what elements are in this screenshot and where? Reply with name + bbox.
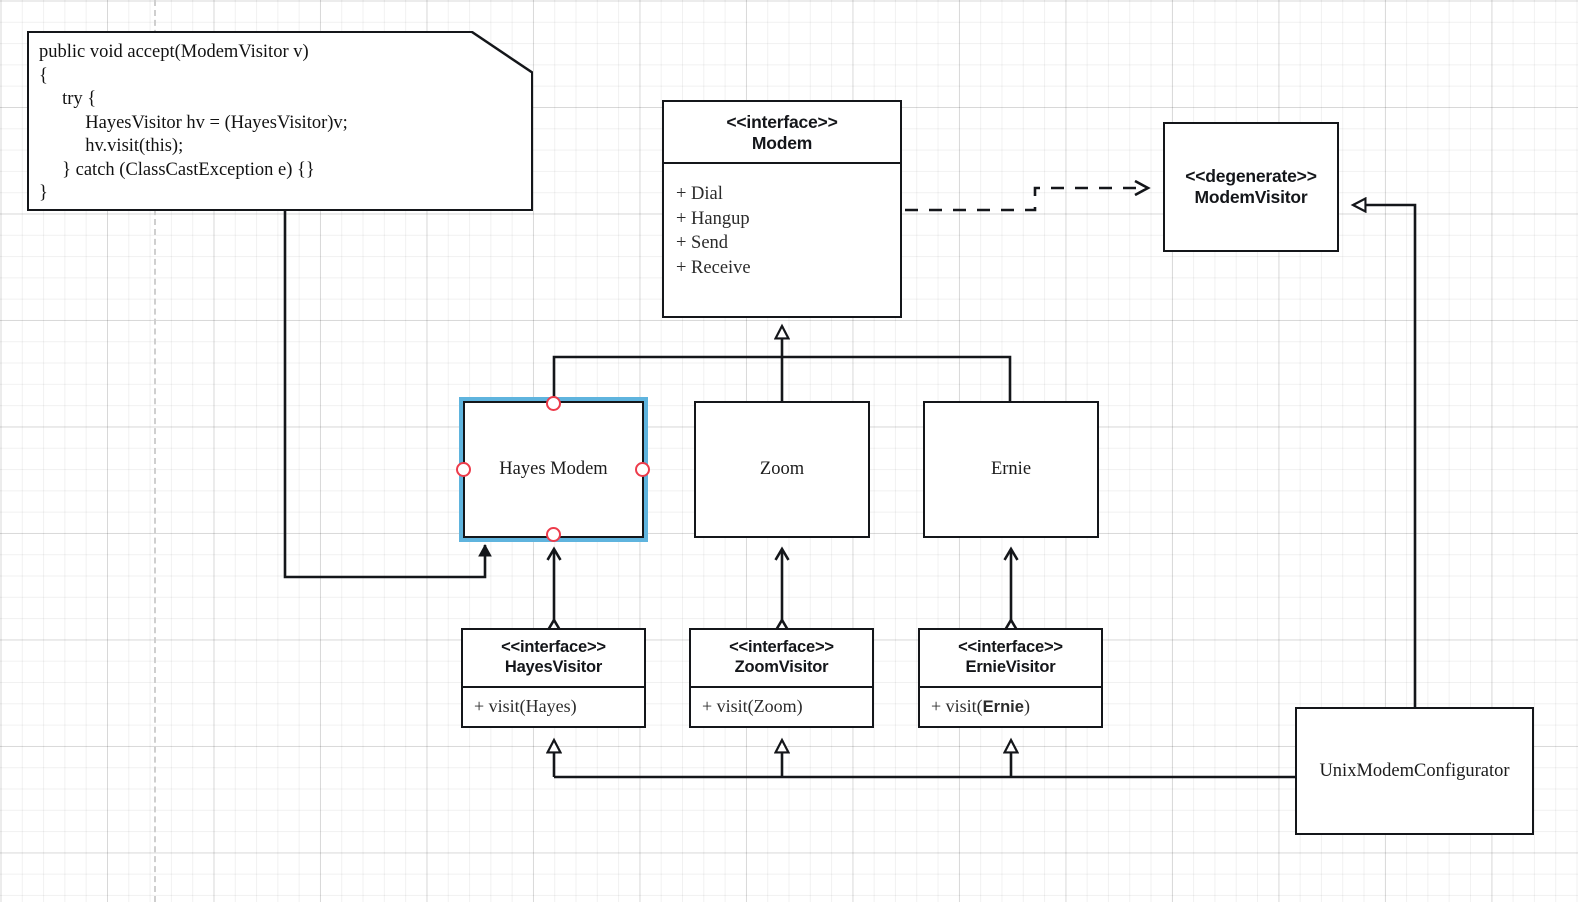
hayes-visitor-stereotype: <<interface>> <box>501 638 606 656</box>
modem-stereotype: <<interface>> <box>726 112 838 132</box>
edge-modem-to-modemvisitor <box>905 188 1148 212</box>
modem-divider <box>664 162 900 164</box>
hayes-visitor-divider <box>463 686 644 688</box>
modem-header: <<interface>> Modem <box>664 102 900 162</box>
edge-note-to-hayes <box>283 211 492 579</box>
ernie-visitor-name: ErnieVisitor <box>965 658 1056 677</box>
ernie-visitor-divider <box>920 686 1101 688</box>
resize-handle-left[interactable] <box>456 462 471 477</box>
hayes-visitor-method-prefix: + visit( <box>474 696 526 716</box>
hayes-visitor-method-arg: Hayes <box>525 696 571 716</box>
class-box-zoom[interactable]: Zoom <box>694 401 870 538</box>
hayes-modem-label: Hayes Modem <box>499 459 608 479</box>
ernie-visitor-method-suffix: ) <box>1023 696 1030 716</box>
class-box-unix-modem-configurator[interactable]: UnixModemConfigurator <box>1295 707 1534 835</box>
class-box-modem[interactable]: <<interface>> Modem + Dial + Hangup + Se… <box>662 100 902 318</box>
ernie-visitor-members: + visit(Ernie) <box>920 688 1101 719</box>
resize-handle-bottom[interactable] <box>546 527 561 542</box>
zoom-visitor-divider <box>691 686 872 688</box>
modem-visitor-header: <<degenerate>> ModemVisitor <box>1165 124 1337 250</box>
modem-members: + Dial + Hangup + Send + Receive <box>664 164 900 280</box>
edge-bus-to-modem <box>552 355 1012 401</box>
modem-visitor-stereotype: <<degenerate>> <box>1185 165 1317 186</box>
modem-name: Modem <box>751 133 813 154</box>
class-box-ernie[interactable]: Ernie <box>923 401 1099 538</box>
hayes-visitor-members: + visit(Hayes) <box>463 688 644 719</box>
ernie-visitor-header: <<interface>> ErnieVisitor <box>920 630 1101 686</box>
modem-member: + Dial <box>676 184 723 204</box>
class-box-hayes-modem[interactable]: Hayes Modem <box>463 401 644 538</box>
class-box-hayes-visitor[interactable]: <<interface>> HayesVisitor + visit(Hayes… <box>461 628 646 728</box>
class-box-zoom-visitor[interactable]: <<interface>> ZoomVisitor + visit(Zoom) <box>689 628 874 728</box>
zoom-visitor-method-arg: Zoom <box>753 696 797 716</box>
zoom-visitor-stereotype: <<interface>> <box>729 638 834 656</box>
modem-member: + Receive <box>676 257 751 278</box>
ernie-visitor-method-arg: Ernie <box>982 698 1024 716</box>
code-note[interactable]: public void accept(ModemVisitor v) { try… <box>27 31 533 211</box>
hayes-visitor-header: <<interface>> HayesVisitor <box>463 630 644 686</box>
modem-visitor-name: ModemVisitor <box>1194 187 1308 207</box>
modem-member: + Hangup <box>676 208 750 229</box>
class-box-modem-visitor[interactable]: <<degenerate>> ModemVisitor <box>1163 122 1339 252</box>
ernie-visitor-method-prefix: + visit( <box>931 696 983 716</box>
resize-handle-right[interactable] <box>635 462 650 477</box>
note-shape <box>27 31 533 211</box>
hayes-visitor-method-suffix: ) <box>570 696 577 716</box>
ernie-visitor-stereotype: <<interface>> <box>958 638 1063 656</box>
note-code-text: public void accept(ModemVisitor v) { try… <box>39 42 348 203</box>
zoom-visitor-members: + visit(Zoom) <box>691 688 872 719</box>
zoom-visitor-method-suffix: ) <box>796 696 803 716</box>
ernie-label: Ernie <box>990 459 1032 479</box>
note-fold-corner <box>471 31 533 73</box>
resize-handle-top[interactable] <box>546 396 561 411</box>
modem-member: + Send <box>676 233 729 254</box>
zoom-visitor-name: ZoomVisitor <box>734 658 829 677</box>
edge-unixcfg-to-modemvisitor <box>1353 205 1417 707</box>
zoom-visitor-method-prefix: + visit( <box>702 696 754 716</box>
unix-configurator-label: UnixModemConfigurator <box>1319 760 1510 781</box>
class-box-ernie-visitor[interactable]: <<interface>> ErnieVisitor + visit(Ernie… <box>918 628 1103 728</box>
hayes-visitor-name: HayesVisitor <box>504 658 603 677</box>
zoom-visitor-header: <<interface>> ZoomVisitor <box>691 630 872 686</box>
zoom-label: Zoom <box>759 459 805 479</box>
